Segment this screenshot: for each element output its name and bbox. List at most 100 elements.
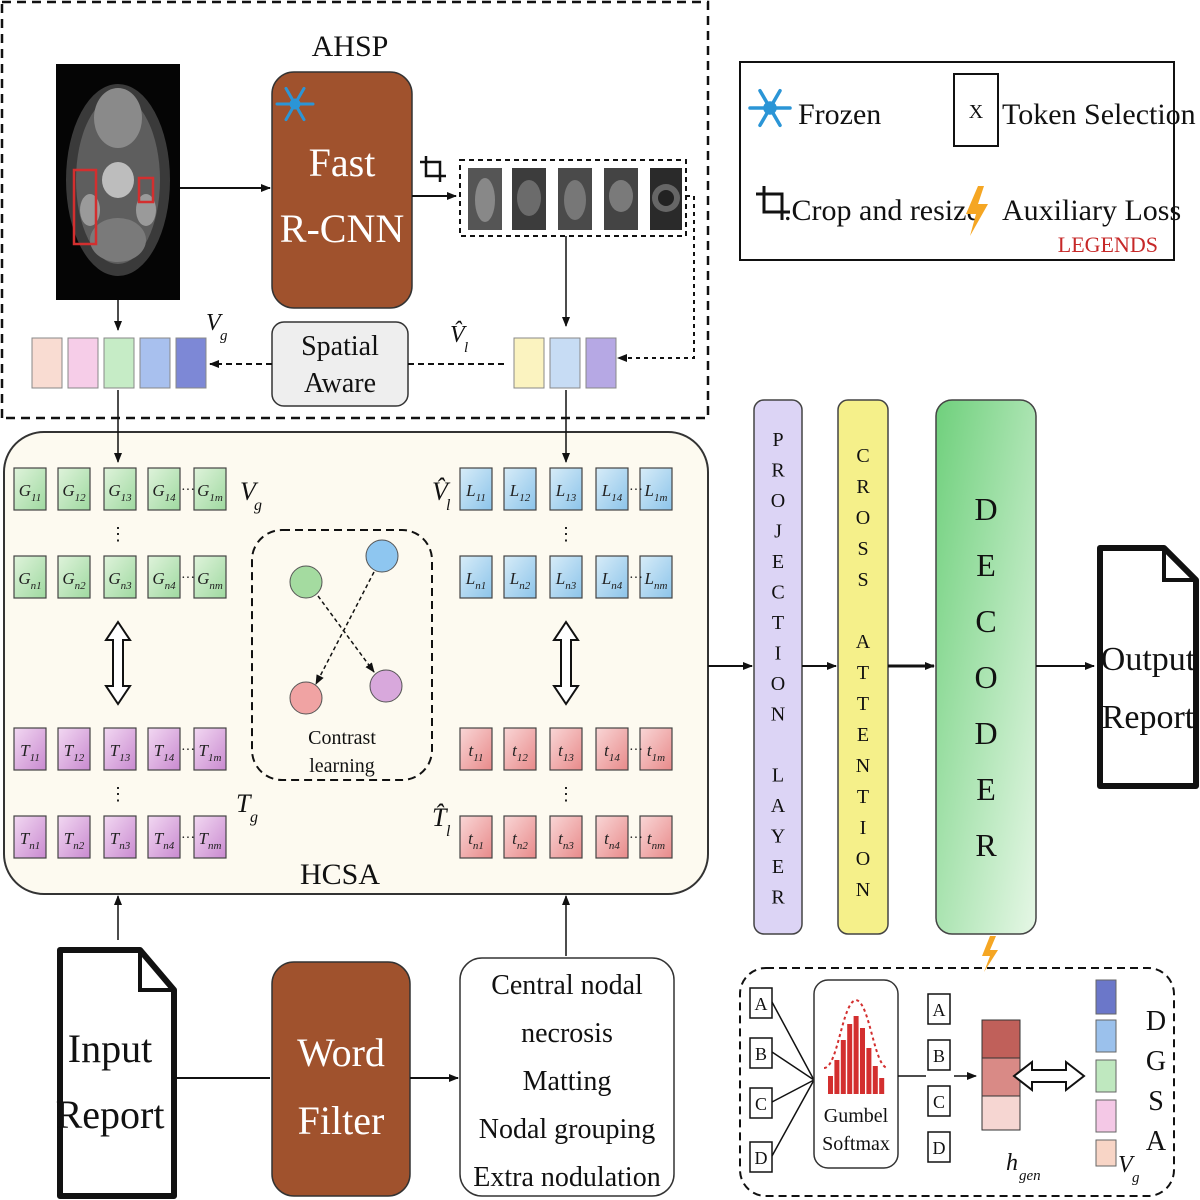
token-cell-text_global-bottom <box>103 815 137 859</box>
token-cell-text_global-top <box>13 727 47 771</box>
proj-letters-letter: N <box>771 704 785 726</box>
cross-letters-letter: O <box>856 507 870 529</box>
token-cell-local-bottom <box>503 555 537 599</box>
ellipsis-h: ··· <box>629 483 643 498</box>
token-cell-local-top <box>503 467 537 511</box>
dgsa-out-label: B <box>933 1046 945 1066</box>
contrast-label-2: learning <box>309 755 375 777</box>
contrast-learning-box <box>251 529 433 781</box>
token-cell-local-bottom <box>639 555 673 599</box>
ellipsis-v: ⋮ <box>109 784 127 804</box>
contrast-node-blue <box>365 539 399 573</box>
fast-rcnn-line2: R-CNN <box>280 206 404 251</box>
crop-icon-small <box>420 156 446 182</box>
token-cell-local-bottom <box>549 555 583 599</box>
legend-lightning-icon <box>966 186 988 236</box>
cross-letters-letter: T <box>857 662 869 684</box>
token-cell-text_global-top <box>193 727 227 771</box>
gumbel-distribution-bars <box>828 1016 885 1094</box>
token-cell-global-top <box>103 467 137 511</box>
ellipsis-v: ⋮ <box>109 524 127 544</box>
keyword-1: Central nodal <box>491 970 643 1001</box>
proj-letters-letter: Y <box>771 826 785 848</box>
ellipsis-h: ··· <box>629 743 643 758</box>
vg-symbol-grid-sub: g <box>254 497 262 514</box>
dec-letters-letter: R <box>975 827 997 863</box>
ellipsis-h: ··· <box>181 571 195 586</box>
ahsp-region <box>0 0 710 420</box>
dgsa-in-box <box>749 1141 773 1173</box>
vl-symbol-top: V̂ <box>450 321 467 348</box>
dec-letters-letter: E <box>976 547 996 583</box>
contrast-node-green <box>289 565 323 599</box>
dgsa-out-label: C <box>933 1092 945 1112</box>
gumbel-bar <box>879 1078 885 1094</box>
spatial-aware-line1: Spatial <box>301 331 379 362</box>
cross-letters-letter: O <box>856 848 870 870</box>
ellipsis-h: ··· <box>181 831 195 846</box>
dec-letters-letter: D <box>974 715 997 751</box>
cross-letters-letter: N <box>856 755 870 777</box>
token-cell-global-bottom <box>147 555 181 599</box>
proj-letters-letter: O <box>771 673 785 695</box>
vl-symbol-grid: V̂ <box>432 477 451 506</box>
dgsa-letter-2: G <box>1146 1046 1166 1077</box>
word-filter-line2: Filter <box>298 1098 385 1143</box>
tl-symbol: T̂ <box>432 803 448 832</box>
output-report-document <box>1097 545 1199 789</box>
legend-token-box-label: X <box>969 101 984 123</box>
token-cell-text_global-bottom <box>13 815 47 859</box>
cross-letters-letter: I <box>860 817 867 839</box>
token-cell-text_local-top <box>639 727 673 771</box>
ellipsis-v: ⋮ <box>557 784 575 804</box>
dgsa-in-label: A <box>755 994 768 1014</box>
ellipsis-h: ··· <box>629 571 643 586</box>
gumbel-bar <box>860 1028 865 1094</box>
ellipsis-v: ⋮ <box>557 524 575 544</box>
keyword-4: Nodal grouping <box>479 1114 656 1145</box>
token-cell-text_global-top <box>147 727 181 771</box>
proj-letters-letter: J <box>774 521 782 543</box>
token-cell-text_local-top <box>595 727 629 771</box>
token-cell-local-bottom <box>595 555 629 599</box>
word-filter-box <box>271 961 411 1197</box>
token-cell-local-top <box>595 467 629 511</box>
legend-token-selection-label: Token Selection <box>1002 98 1196 131</box>
double-arrow-local <box>552 620 580 706</box>
input-report-document <box>57 947 177 1199</box>
cross-letters-letter: C <box>856 445 869 467</box>
token-cell-text_local-top <box>503 727 537 771</box>
input-report-line2: Report <box>56 1092 165 1137</box>
tg-symbol: T <box>236 789 252 818</box>
proj-letters-letter: T <box>772 612 784 634</box>
vg-symbol-dgsa-sub: g <box>1132 1170 1140 1186</box>
contrast-label-1: Contrast <box>308 727 376 749</box>
hcsa-title: HCSA <box>300 858 380 891</box>
keywords-box <box>459 957 675 1197</box>
tg-symbol-sub: g <box>250 809 258 826</box>
dgsa-in-box <box>749 1087 773 1119</box>
hgen-symbol: h <box>1006 1150 1018 1176</box>
vg-symbol-grid: V <box>240 477 259 506</box>
ellipsis-h: ··· <box>181 483 195 498</box>
proj-letters-letter: R <box>771 460 785 482</box>
gumbel-curve <box>823 998 889 1069</box>
gumbel-bar <box>828 1076 833 1094</box>
proj-letters-letter: A <box>771 795 786 817</box>
vg-symbol-dgsa: V <box>1118 1152 1135 1178</box>
cross-letters-letter: S <box>857 538 868 560</box>
dgsa-letter-4: A <box>1146 1126 1167 1157</box>
proj-letters-letter: L <box>772 765 784 787</box>
cross-letters-letter: T <box>857 693 869 715</box>
token-cell-text_local-top <box>459 727 493 771</box>
gumbel-bar <box>872 1066 878 1094</box>
vl-token-row <box>513 337 617 389</box>
gumbel-bar <box>840 1040 846 1094</box>
vl-symbol-grid-sub: l <box>446 497 451 514</box>
token-cell-global-bottom <box>57 555 91 599</box>
dgsa-letter-1: D <box>1146 1006 1166 1037</box>
dec-letters-letter: C <box>975 603 996 639</box>
vg-symbol-sub: g <box>220 328 228 344</box>
